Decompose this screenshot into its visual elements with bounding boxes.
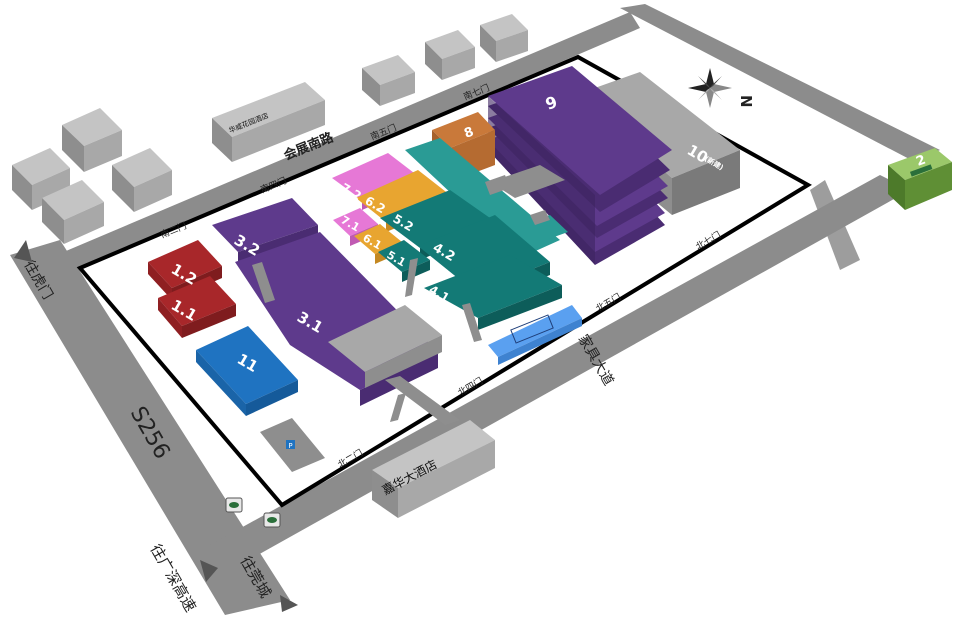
walkway [530, 210, 550, 225]
hall-11[interactable] [196, 326, 298, 416]
building [12, 148, 70, 185]
exhibition-boundary [76, 54, 812, 508]
huawei-hotel-building [232, 100, 325, 162]
jiahua-hotel-front [398, 440, 495, 518]
hall-1-2-side [148, 262, 172, 300]
building [380, 72, 415, 106]
background-buildings [12, 14, 528, 244]
compass-north-letter: N [737, 95, 755, 108]
walkway [390, 393, 406, 422]
hall-7-2-top [332, 153, 418, 200]
hall-11-top [196, 326, 298, 404]
arrow-to-guancheng [280, 595, 298, 612]
hall-5-2-top [380, 190, 490, 248]
hall-1-1-side [158, 298, 182, 338]
building [362, 68, 380, 106]
light-blue-front [498, 318, 582, 365]
jiahua-hotel-side [372, 470, 398, 518]
gate-north5: 北五门 [594, 291, 623, 315]
hall-2-side [888, 165, 905, 210]
compass-rose-icon [688, 68, 732, 108]
jiahua-hotel[interactable] [372, 420, 495, 518]
parking-icon-label: P [288, 442, 292, 450]
bus-stop-icon [263, 512, 281, 528]
building [12, 165, 32, 210]
light-blue-top [488, 305, 582, 357]
hall-4-1-top [424, 255, 562, 318]
building [496, 30, 528, 62]
hall-4-1[interactable] [424, 255, 562, 330]
hall-11-front [246, 380, 298, 416]
walkway [252, 262, 275, 303]
hall-1-2-top [148, 240, 222, 288]
building [64, 202, 104, 244]
building [62, 108, 122, 146]
teal-platform [490, 165, 565, 198]
building [480, 25, 496, 62]
hall-11-side [196, 350, 246, 416]
hall-4-1-front [478, 285, 562, 330]
hall-1-1-front [182, 304, 236, 338]
road-right [620, 4, 940, 162]
building [442, 47, 475, 80]
building [62, 125, 84, 172]
building [425, 30, 475, 59]
hall-2-logo [909, 164, 933, 177]
hall-6-2-top [356, 170, 450, 222]
building [32, 168, 70, 210]
building [425, 42, 442, 80]
gray-connector[interactable] [328, 305, 442, 388]
huawei-hotel-building [212, 82, 325, 137]
parking-lot[interactable]: P [260, 418, 325, 472]
hall-2-front [905, 162, 952, 210]
road-top [40, 12, 640, 280]
gate-north7: 北七门 [694, 229, 723, 253]
hall-10-side [672, 150, 740, 215]
hall-10-top [575, 72, 740, 178]
building [480, 14, 528, 41]
hall-1-1-top [158, 276, 236, 326]
parking-icon [286, 440, 295, 449]
hall-3-2-top [212, 198, 318, 252]
light-blue-emblem [510, 314, 554, 344]
building [362, 55, 415, 85]
hall-4-2-annex [520, 215, 568, 242]
arrow-to-humen [14, 240, 32, 262]
building [112, 165, 134, 212]
teal-platform [405, 138, 560, 258]
arrow-to-gs-highway [200, 560, 218, 582]
road-arrows [14, 240, 298, 612]
walkway [385, 376, 460, 425]
hall-7-1-top [333, 208, 378, 236]
huawei-hotel-building [212, 118, 232, 162]
hall-9[interactable] [488, 66, 672, 265]
gate-north4: 北四门 [456, 375, 485, 399]
building [42, 180, 104, 220]
hall-2[interactable] [888, 148, 952, 210]
teal-complex [405, 138, 565, 258]
hall-1-1[interactable] [158, 276, 236, 338]
bus-stop-icon [225, 497, 243, 513]
walkway [405, 258, 418, 297]
building [84, 130, 122, 172]
hall-8-top [432, 112, 495, 148]
light-blue-building[interactable] [488, 305, 582, 365]
jiahua-hotel-top [372, 420, 495, 488]
road-s256 [10, 240, 290, 615]
gray-connector-front [365, 335, 442, 388]
building [112, 148, 172, 187]
walkways [252, 175, 550, 425]
walkway [485, 175, 510, 195]
hall-9-top [488, 66, 672, 195]
hall-2-top [888, 148, 952, 180]
building [42, 198, 64, 244]
building [134, 170, 172, 212]
gray-connector-top [328, 305, 442, 372]
walkway [462, 303, 482, 342]
road-spur [810, 180, 860, 270]
